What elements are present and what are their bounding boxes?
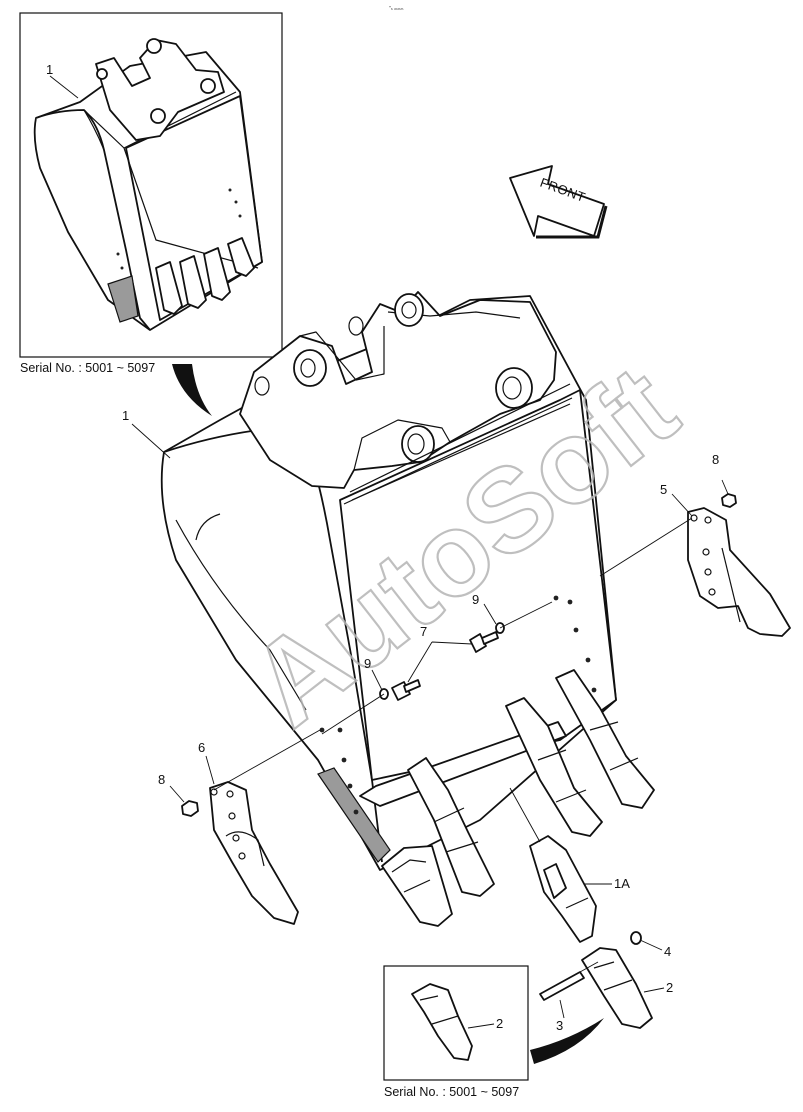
callout-4: 4 [664,944,671,959]
inset-callout-1: 1 [46,62,53,77]
inset-bucket-drawing [33,38,263,331]
callout-1: 1 [122,408,129,423]
callout-5: 5 [660,482,667,497]
callout-1a: 1A [614,876,630,891]
bolts-and-washers: 9 9 7 [321,592,553,735]
bucket-teeth [381,669,655,927]
callout-9-upper: 9 [472,592,479,607]
callout-9-lower: 9 [364,656,371,671]
part-5-side-cutter: 5 8 [599,452,791,637]
callout-2: 2 [666,980,673,995]
inset-top-left: 1 Serial No. : 5001 ~ 5097 [19,12,283,416]
callout-8-right: 8 [712,452,719,467]
callout-7: 7 [420,624,427,639]
main-bucket [160,291,655,927]
inset-top-serial: Serial No. : 5001 ~ 5097 [20,361,155,375]
front-direction-arrow: FRONT [509,165,608,239]
part-1a-adapter: 1A [509,787,630,943]
inset-bottom-serial: Serial No. : 5001 ~ 5097 [384,1085,519,1099]
side-plate-holes [319,595,597,815]
callout-8-left: 8 [158,772,165,787]
part-2-tooth: 2 4 3 [539,931,673,1033]
callout-6: 6 [198,740,205,755]
part-6-side-cutter: 6 8 [158,729,321,925]
header-mark: ″ₙ ₘₘₘ [389,6,404,12]
inset-bottom: 2 Serial No. : 5001 ~ 5097 [383,965,604,1099]
inset-bottom-pointer-arrow [530,1018,604,1064]
inset-bottom-callout-2: 2 [496,1016,503,1031]
inset-pointer-arrow [172,364,212,416]
callout-3: 3 [556,1018,563,1033]
